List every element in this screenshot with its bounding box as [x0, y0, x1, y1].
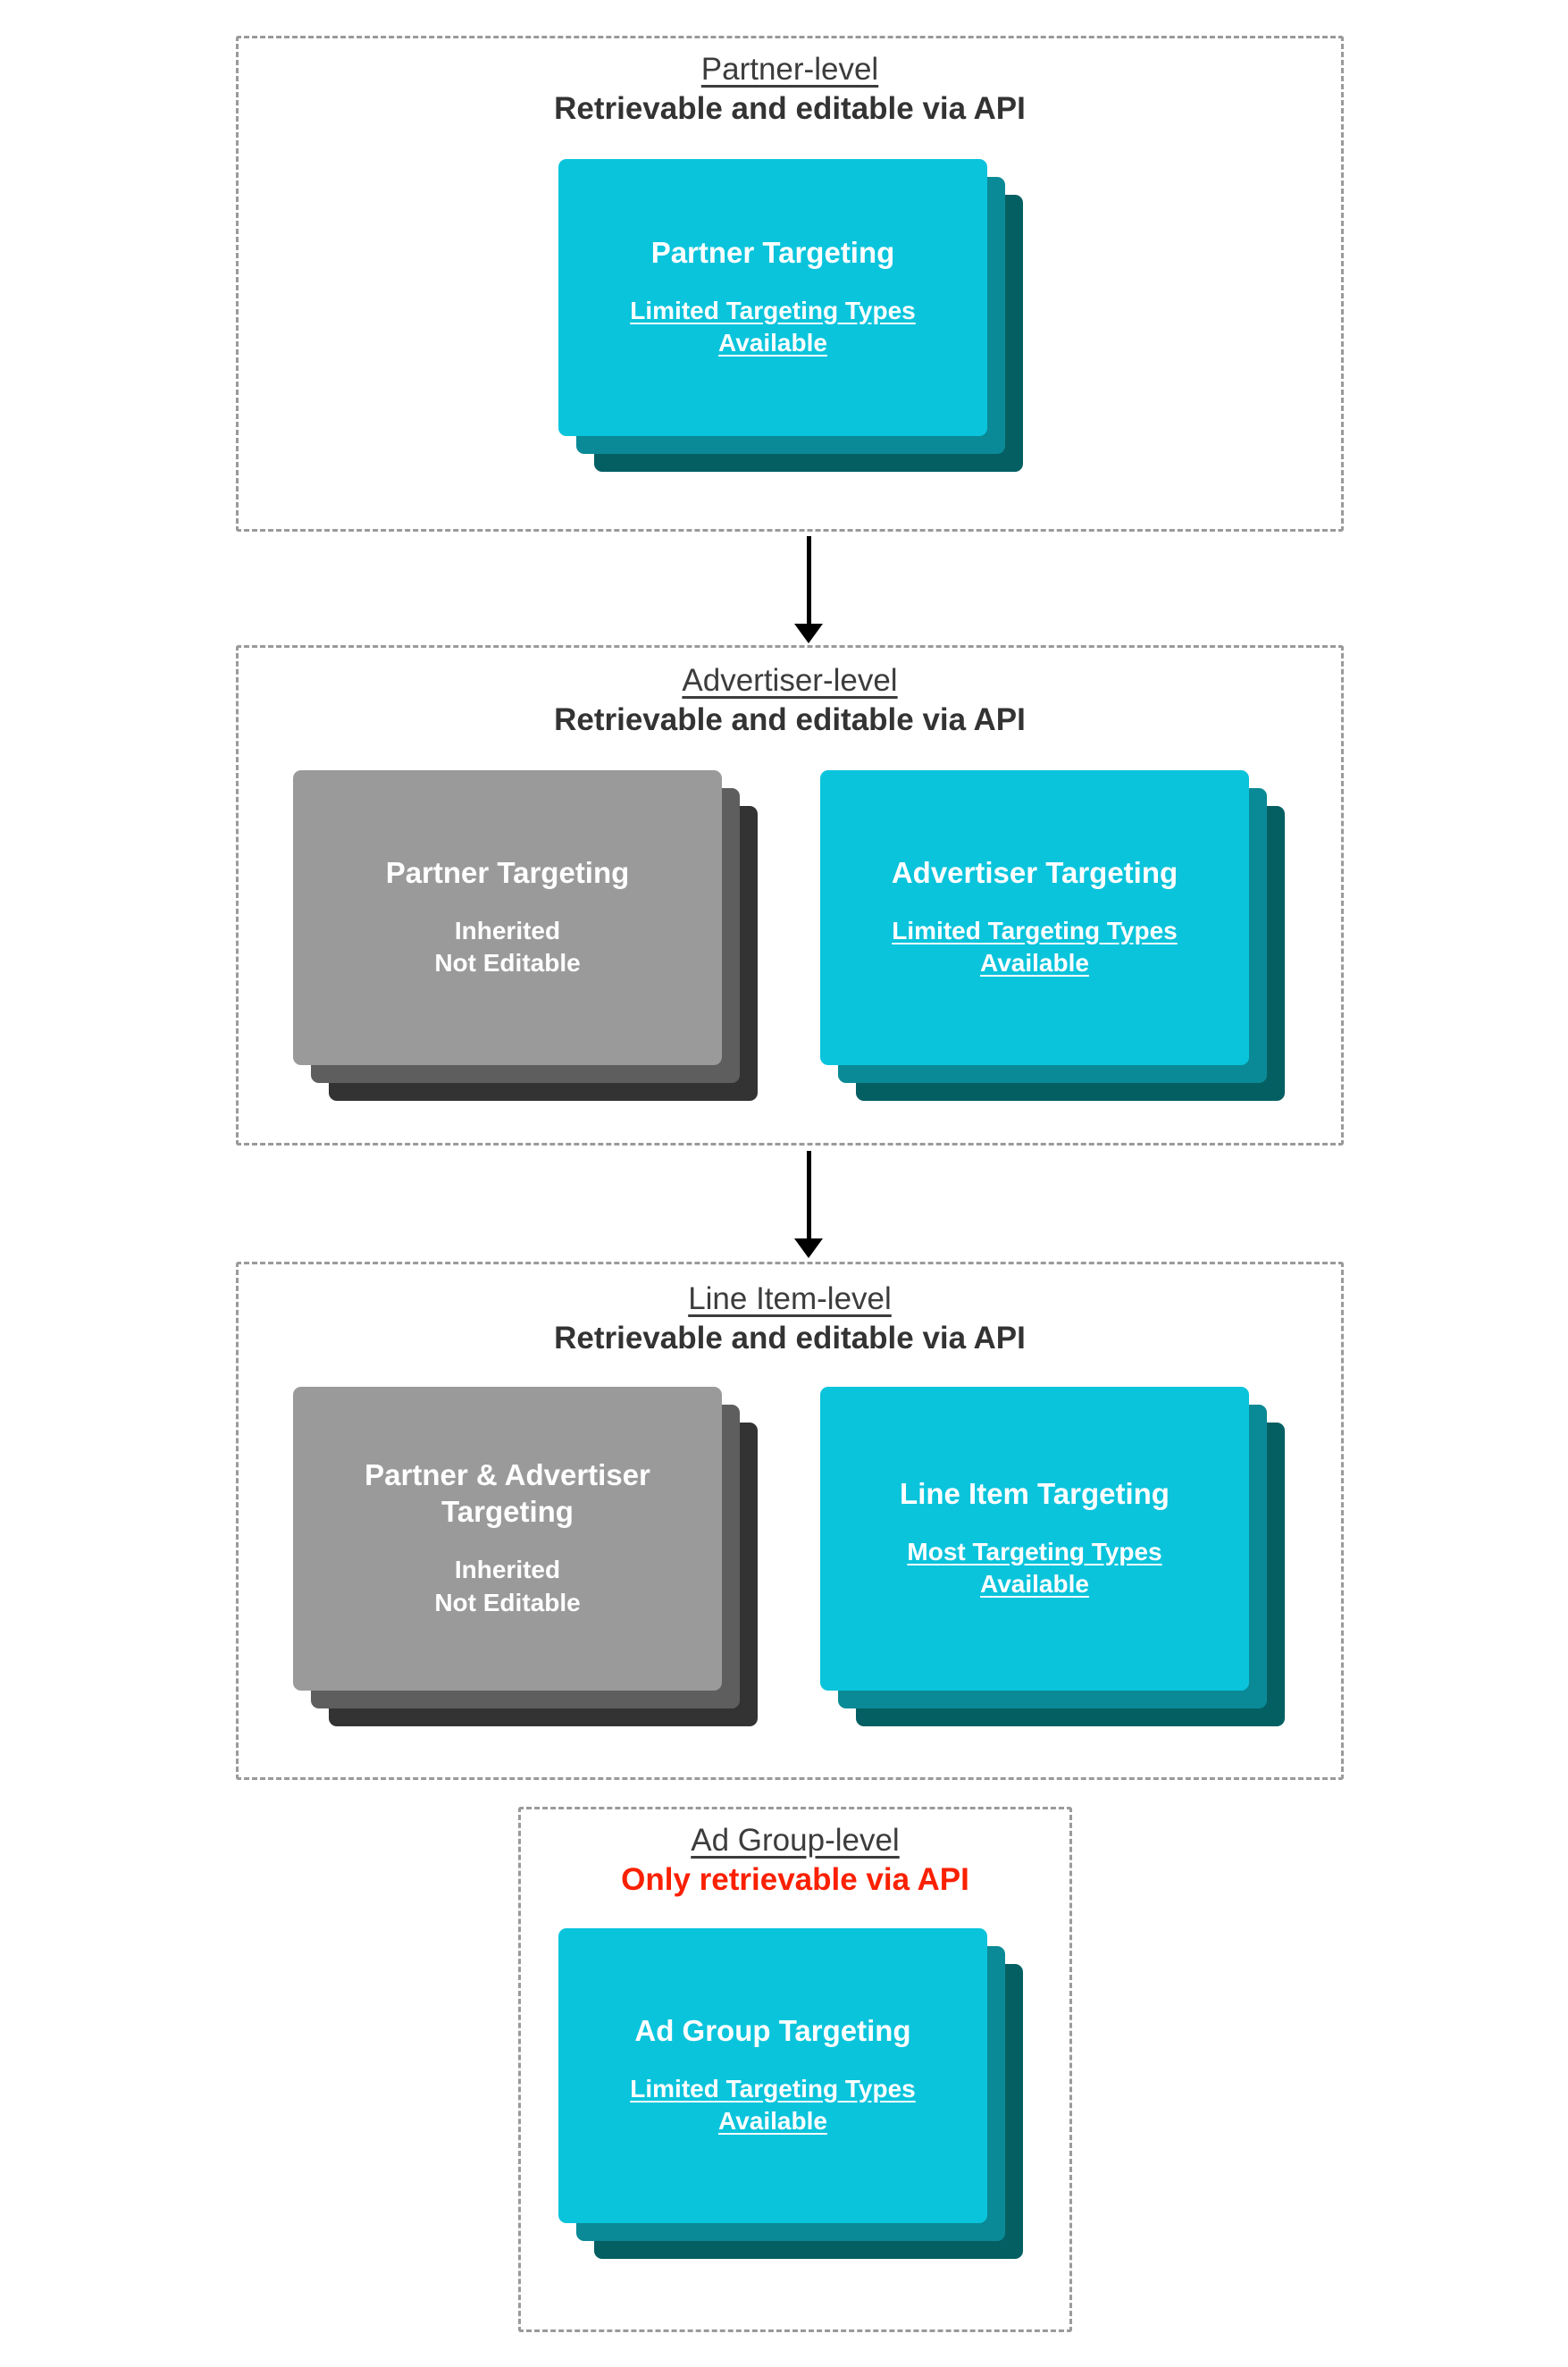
card-advertiser-targeting[interactable]: Advertiser Targeting Limited Targeting T… [820, 770, 1249, 1065]
card-title: Partner Targeting [650, 235, 895, 269]
card-stack-inherited-partner-advertiser-targeting: Partner & Advertiser Targeting Inherited… [293, 1387, 758, 1744]
card-ad-group-targeting[interactable]: Ad Group Targeting Limited Targeting Typ… [558, 1928, 987, 2223]
level-subtitle-partner: Retrievable and editable via API [554, 91, 1026, 127]
level-title-line-item: Line Item-level [688, 1281, 892, 1316]
level-header-line-item: Line Item-level Retrievable and editable… [236, 1281, 1344, 1356]
level-subtitle-line-item: Retrievable and editable via API [554, 1321, 1026, 1356]
card-inherited-partner-targeting[interactable]: Partner Targeting Inherited Not Editable [293, 770, 722, 1065]
level-panel-line-item [236, 1262, 1344, 1780]
card-subtitle-line1: Inherited [454, 1555, 561, 1583]
card-subtitle-line1: Limited Targeting Types [630, 2074, 916, 2103]
card-stack-partner-targeting: Partner Targeting Limited Targeting Type… [558, 159, 1023, 472]
card-stack-ad-group-targeting: Ad Group Targeting Limited Targeting Typ… [558, 1928, 1023, 2277]
card-title: Advertiser Targeting [891, 855, 1178, 889]
card-stack-inherited-partner-targeting: Partner Targeting Inherited Not Editable [293, 770, 758, 1119]
card-title: Line Item Targeting [900, 1476, 1170, 1510]
level-header-advertiser: Advertiser-level Retrievable and editabl… [236, 663, 1344, 738]
level-title-advertiser: Advertiser-level [682, 663, 898, 698]
arrow-advertiser-to-line-item [755, 1151, 862, 1258]
level-title-ad-group: Ad Group-level [691, 1823, 900, 1858]
level-header-partner: Partner-level Retrievable and editable v… [236, 52, 1344, 127]
level-subtitle-advertiser: Retrievable and editable via API [554, 702, 1026, 738]
card-subtitle-line1: Limited Targeting Types [630, 296, 916, 324]
level-title-partner: Partner-level [700, 52, 879, 87]
card-subtitle-line2: Available [980, 949, 1089, 978]
card-subtitle-line2: Available [718, 329, 827, 357]
level-panel-ad-group [518, 1807, 1072, 2332]
card-stack-line-item-targeting: Line Item Targeting Most Targeting Types… [820, 1387, 1285, 1744]
level-header-ad-group: Ad Group-level Only retrievable via API [518, 1823, 1072, 1898]
arrow-head [794, 624, 823, 643]
arrow-shaft [806, 536, 811, 625]
card-subtitle-line2: Available [718, 2107, 827, 2136]
arrow-partner-to-advertiser [755, 536, 862, 643]
level-panel-partner [236, 36, 1344, 532]
card-title: Partner Targeting [385, 855, 630, 889]
level-panel-advertiser [236, 645, 1344, 1146]
card-subtitle-line1: Limited Targeting Types [892, 916, 1178, 944]
card-subtitle-line2: Not Editable [434, 1588, 581, 1616]
arrow-head [794, 1238, 823, 1258]
card-inherited-partner-advertiser-targeting[interactable]: Partner & Advertiser Targeting Inherited… [293, 1387, 722, 1691]
card-partner-targeting[interactable]: Partner Targeting Limited Targeting Type… [558, 159, 987, 436]
card-subtitle-line1: Inherited [454, 916, 561, 944]
card-title: Ad Group Targeting [634, 2013, 911, 2047]
arrow-shaft [806, 1151, 811, 1240]
card-subtitle-line2: Not Editable [434, 949, 581, 978]
card-title: Partner & Advertiser Targeting [365, 1458, 650, 1529]
card-subtitle-line2: Available [980, 1570, 1089, 1599]
level-subtitle-ad-group: Only retrievable via API [621, 1862, 969, 1898]
card-line-item-targeting[interactable]: Line Item Targeting Most Targeting Types… [820, 1387, 1249, 1691]
card-subtitle-line1: Most Targeting Types [907, 1537, 1162, 1565]
card-stack-advertiser-targeting: Advertiser Targeting Limited Targeting T… [820, 770, 1285, 1119]
